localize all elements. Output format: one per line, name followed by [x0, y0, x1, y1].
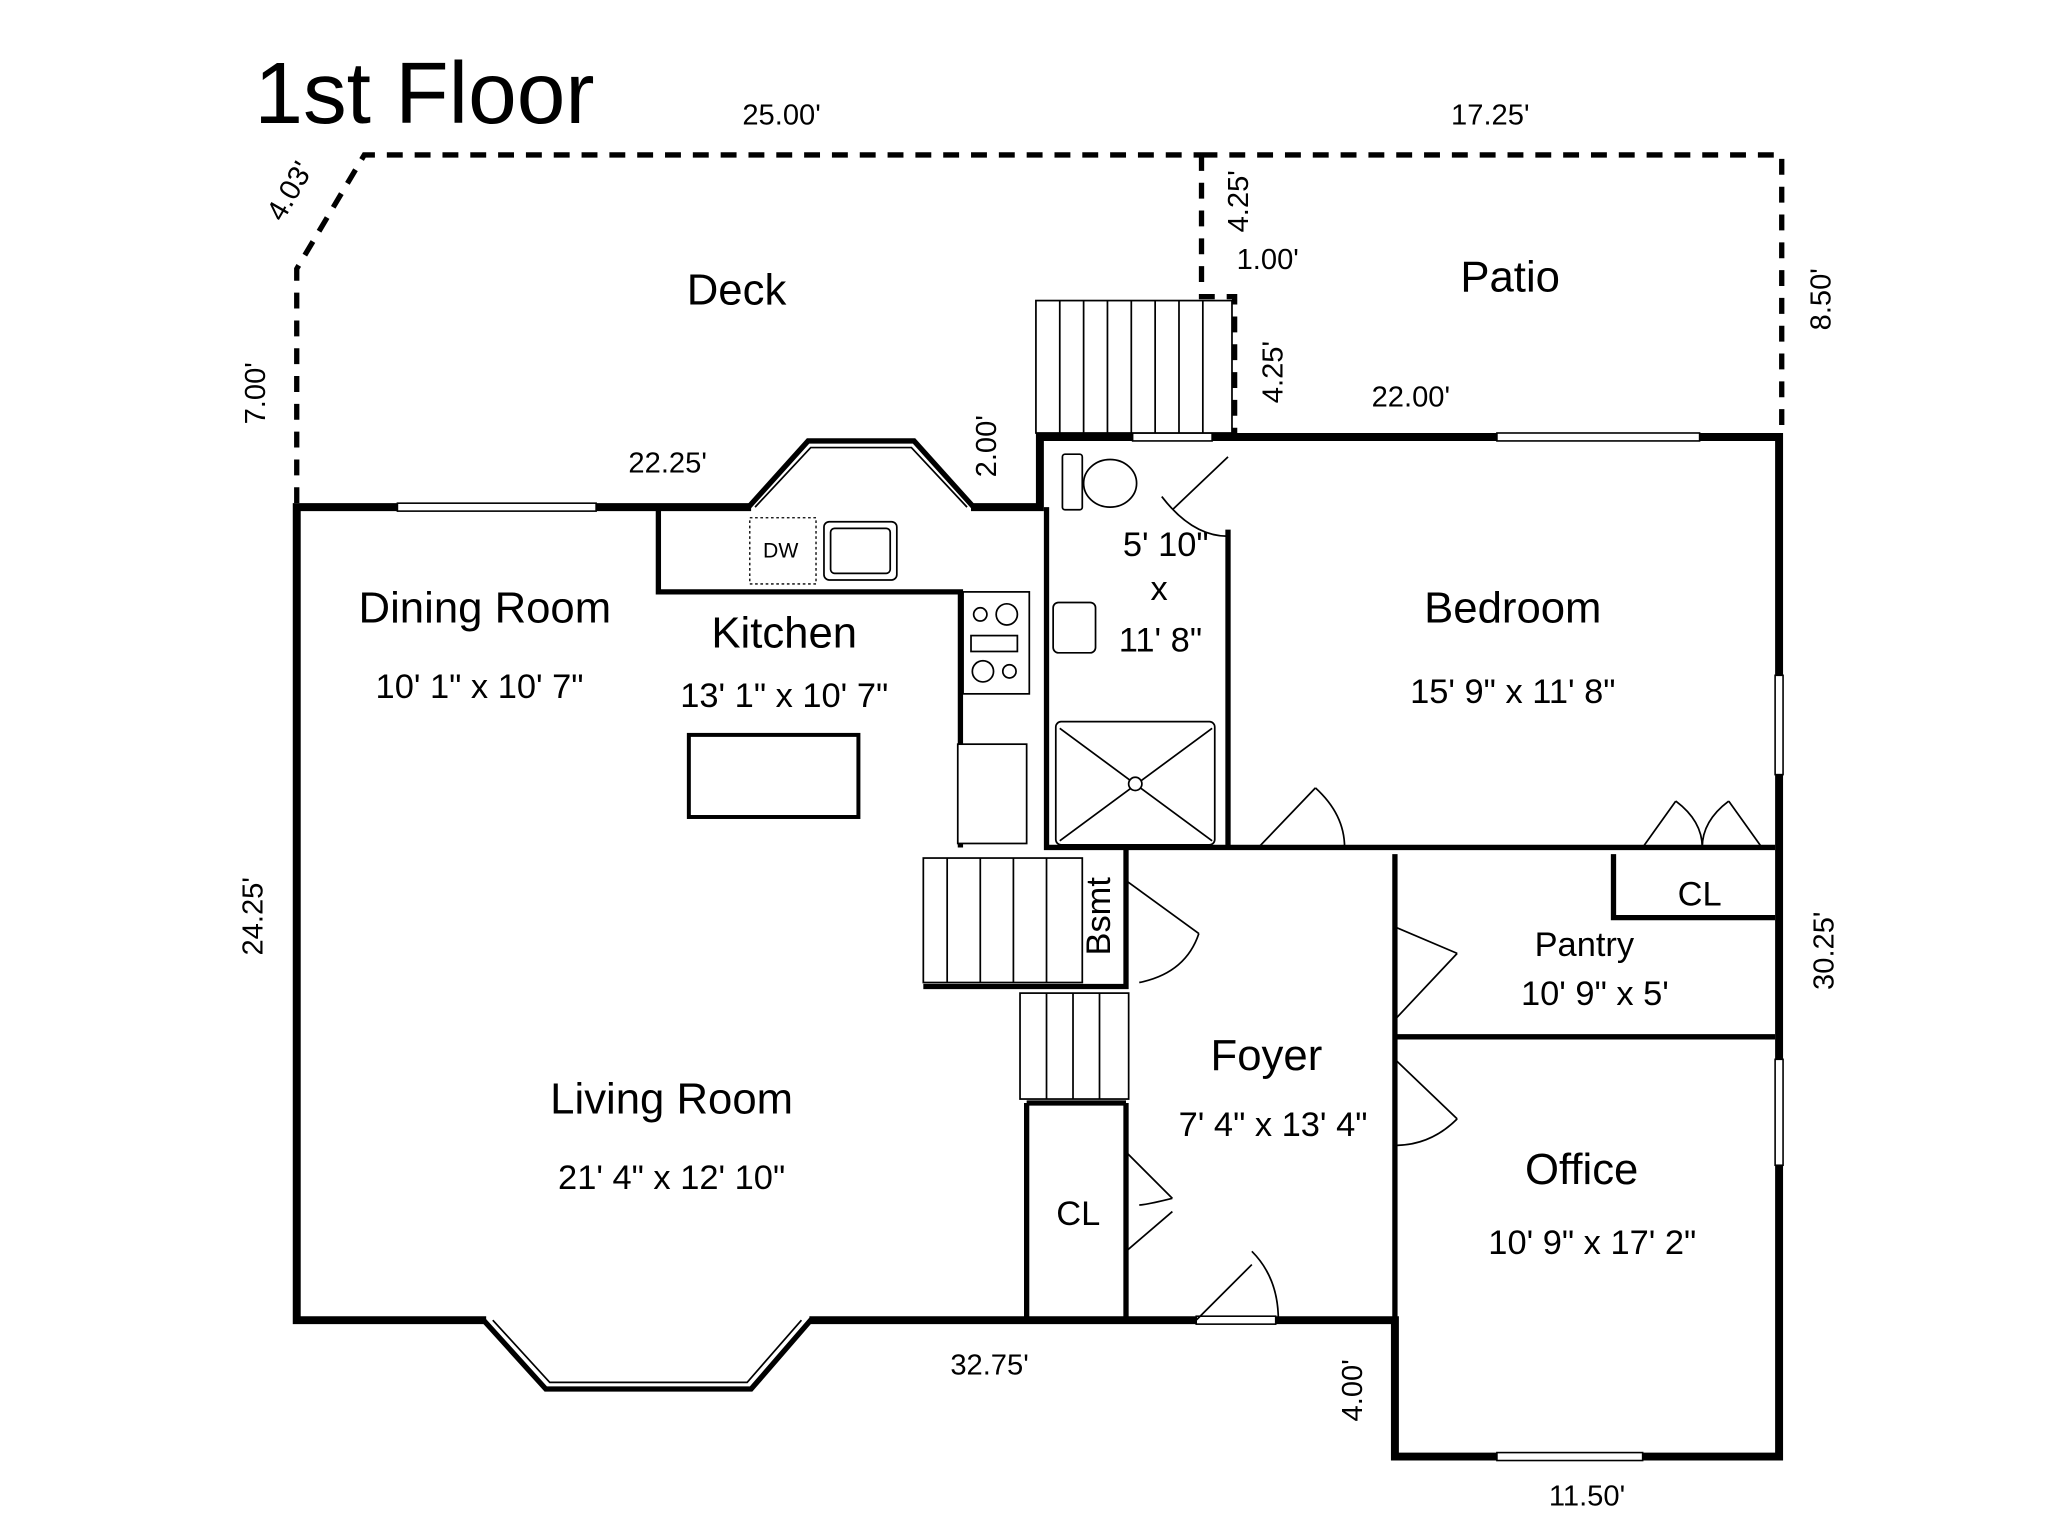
room-bedroom-size: 15' 9" x 11' 8" [1410, 673, 1615, 711]
room-dining: Dining Room [359, 583, 612, 632]
dim-deck-bottom: 22.25' [628, 448, 706, 480]
dim-deck-top: 25.00' [742, 99, 820, 131]
dim-left: 24.25' [237, 877, 269, 955]
dim-office-jog: 4.00' [1337, 1359, 1369, 1421]
room-living: Living Room [550, 1075, 793, 1124]
bay-window-kitchen [744, 438, 978, 514]
room-patio: Patio [1460, 252, 1560, 301]
dim-patio-bottom: 22.00' [1372, 382, 1450, 414]
room-bath-height: 11' 8" [1119, 621, 1202, 659]
dim-patio-top: 17.25' [1451, 99, 1529, 131]
room-office: Office [1525, 1145, 1638, 1194]
room-pantry-size: 10' 9" x 5' [1521, 975, 1669, 1013]
dimension-labels: 25.00' 17.25' 4.03' 7.00' 4.25' 1.00' 4.… [237, 99, 1840, 1512]
room-kitchen-size: 13' 1" x 10' 7" [680, 677, 888, 715]
dim-patio-step: 1.00' [1237, 244, 1299, 276]
floor-title: 1st Floor [254, 44, 594, 142]
room-pantry: Pantry [1535, 926, 1635, 964]
dim-deck-diagonal: 4.03' [261, 157, 320, 227]
room-deck: Deck [687, 266, 787, 315]
dim-right: 30.25' [1808, 912, 1840, 990]
stairs [922, 299, 1233, 1100]
stove-icon [962, 591, 1031, 695]
room-labels: Deck Patio Dining Room 10' 1" x 10' 7" K… [359, 252, 1722, 1262]
room-dining-size: 10' 1" x 10' 7" [376, 668, 584, 706]
kitchen-island [686, 732, 861, 819]
dim-deck-left: 7.00' [240, 362, 272, 424]
dim-patio-v2: 4.25' [1257, 341, 1289, 403]
room-office-size: 10' 9" x 17' 2" [1488, 1224, 1696, 1262]
dim-bottom: 32.75' [950, 1349, 1028, 1381]
windows [396, 432, 1784, 1462]
dim-deck-jog: 2.00' [971, 415, 1003, 477]
room-kitchen: Kitchen [711, 609, 857, 658]
basement-label: Bsmt [1080, 877, 1118, 956]
dim-office-bottom: 11.50' [1549, 1481, 1625, 1513]
kitchen-fixtures: DW [686, 517, 1031, 845]
interior-walls [655, 507, 1776, 1321]
room-living-size: 21' 4" x 12' 10" [558, 1159, 785, 1197]
dim-patio-v1: 4.25' [1223, 170, 1255, 232]
toilet-icon [1061, 453, 1084, 511]
deck-outline [294, 152, 1785, 504]
bath-sink-icon [1052, 601, 1097, 654]
dim-patio-right: 8.50' [1806, 268, 1838, 330]
room-bath-x: x [1151, 570, 1168, 608]
room-bedroom: Bedroom [1424, 583, 1601, 632]
room-foyer: Foyer [1211, 1031, 1323, 1080]
dishwasher-label: DW [763, 539, 798, 562]
refrigerator-icon [956, 743, 1028, 845]
closet-foyer-label: CL [1056, 1195, 1100, 1233]
room-foyer-size: 7' 4" x 13' 4" [1179, 1106, 1368, 1144]
doors [1125, 456, 1763, 1321]
closet-bedroom-label: CL [1678, 876, 1722, 914]
bay-window-living [479, 1313, 815, 1392]
bath-fixtures [1052, 453, 1216, 846]
room-bath-width: 5' 10" [1123, 526, 1209, 564]
